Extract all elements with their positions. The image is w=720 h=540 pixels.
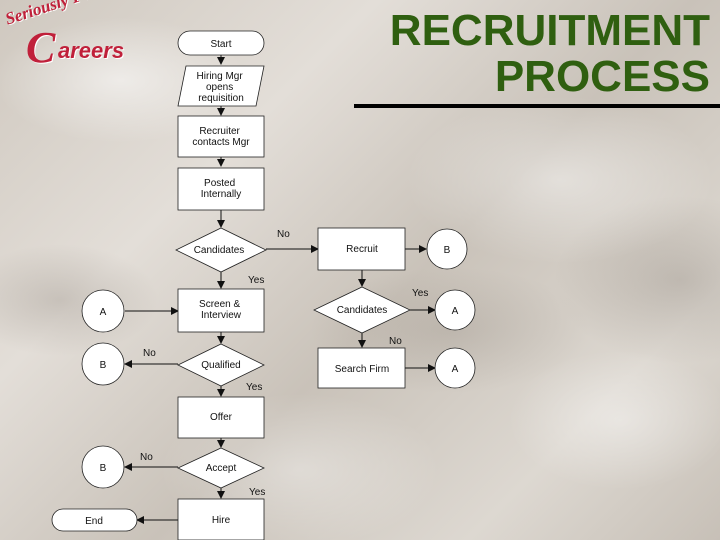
node-offer	[177, 396, 265, 439]
svg-text:Recruiter contacts Mgr: Recruiter contacts Mgr	[192, 126, 250, 148]
connector-b-left-2	[81, 445, 125, 489]
node-qualified-decision	[177, 343, 265, 387]
node-accept-decision	[177, 447, 265, 489]
title-underline	[354, 104, 720, 108]
svg-text:A: A	[452, 364, 459, 375]
label-connector-b-left-1: B	[100, 360, 107, 371]
label-recruit: Recruit	[346, 244, 378, 255]
label-connector-b-top: B	[444, 245, 451, 256]
svg-text:No: No	[140, 452, 153, 463]
label-connector-a-left: A	[100, 307, 107, 318]
title-line-1: RECRUITMENT	[389, 6, 710, 55]
label-recruiter-2: contacts Mgr	[192, 137, 250, 148]
label-offer: Offer	[210, 412, 233, 423]
svg-text:Start: Start	[210, 39, 231, 50]
label-posted-1: Posted	[204, 178, 235, 189]
svg-text:Candidates: Candidates	[337, 305, 388, 316]
svg-text:Hire: Hire	[212, 515, 231, 526]
label-end: End	[85, 516, 103, 527]
svg-text:No: No	[277, 229, 290, 240]
label-candidates-2: Candidates	[337, 305, 388, 316]
edge-label-c1-no: No	[277, 229, 290, 240]
connector-a-left	[81, 289, 125, 333]
logo: Seriously Fun C areers	[3, 0, 124, 74]
label-recruiter-1: Recruiter	[199, 126, 240, 137]
connector-b-left-1	[81, 342, 125, 386]
svg-text:End: End	[85, 516, 103, 527]
label-start: Start	[210, 39, 231, 50]
label-candidates-1: Candidates	[194, 245, 245, 256]
label-accept: Accept	[206, 463, 237, 474]
svg-text:Yes: Yes	[412, 288, 428, 299]
connector-b-top	[426, 228, 468, 270]
label-hiring-1: Hiring Mgr	[197, 71, 244, 82]
node-start	[177, 30, 265, 56]
svg-text:Recruit: Recruit	[346, 244, 378, 255]
edge-label-accept-yes: Yes	[249, 487, 265, 498]
svg-text:Posted Internally: Posted Internally	[201, 178, 242, 200]
svg-text:B: B	[444, 245, 451, 256]
node-candidates-decision-2	[313, 286, 411, 334]
label-qualified: Qualified	[201, 360, 240, 371]
node-screen-interview	[177, 288, 265, 333]
svg-text:Yes: Yes	[246, 382, 262, 393]
edge-label-c1-yes: Yes	[248, 275, 264, 286]
svg-text:A: A	[452, 306, 459, 317]
connector-a-right-1	[434, 289, 476, 331]
label-connector-b-left-2: B	[100, 463, 107, 474]
node-hire	[177, 498, 265, 540]
svg-text:No: No	[143, 348, 156, 359]
svg-text:No: No	[389, 336, 402, 347]
svg-text:Offer: Offer	[210, 412, 233, 423]
svg-text:B: B	[100, 463, 107, 474]
label-posted-2: Internally	[201, 189, 242, 200]
label-screen-2: Interview	[201, 310, 242, 321]
svg-text:Yes: Yes	[248, 275, 264, 286]
connector-a-right-2	[434, 347, 476, 389]
page-title: RECRUITMENT PROCESS	[390, 8, 710, 100]
svg-text:B: B	[100, 360, 107, 371]
svg-text:Qualified: Qualified	[201, 360, 240, 371]
svg-text:A: A	[100, 307, 107, 318]
svg-text:Search Firm: Search Firm	[335, 364, 389, 375]
node-hiring-manager	[177, 65, 265, 107]
logo-initial: C	[26, 23, 56, 72]
edge-label-c2-yes: Yes	[412, 288, 428, 299]
edge-label-qualified-no: No	[143, 348, 156, 359]
label-connector-a-right-2: A	[452, 364, 459, 375]
label-hiring-3: requisition	[198, 93, 244, 104]
label-hiring-2: opens	[206, 82, 233, 93]
svg-text:Accept: Accept	[206, 463, 237, 474]
label-screen-1: Screen &	[199, 299, 240, 310]
logo-wordmark: areers	[58, 38, 125, 63]
label-hire: Hire	[212, 515, 231, 526]
node-recruiter	[177, 115, 265, 158]
node-recruit	[317, 227, 406, 271]
node-posted	[177, 167, 265, 211]
edge-label-qualified-yes: Yes	[246, 382, 262, 393]
svg-text:Screen & Interview: Screen & Interview	[199, 299, 243, 321]
node-search-firm	[317, 347, 406, 389]
svg-text:Candidates: Candidates	[194, 245, 245, 256]
node-end	[51, 508, 138, 532]
edge-label-c2-no: No	[389, 336, 402, 347]
label-search-firm: Search Firm	[335, 364, 389, 375]
svg-text:Yes: Yes	[249, 487, 265, 498]
title-line-2: PROCESS	[494, 52, 710, 101]
label-connector-a-right-1: A	[452, 306, 459, 317]
edge-label-accept-no: No	[140, 452, 153, 463]
node-candidates-decision-1	[175, 227, 267, 273]
svg-text:Hiring Mgr opens r: Hiring Mgr opens requisition	[197, 71, 246, 104]
